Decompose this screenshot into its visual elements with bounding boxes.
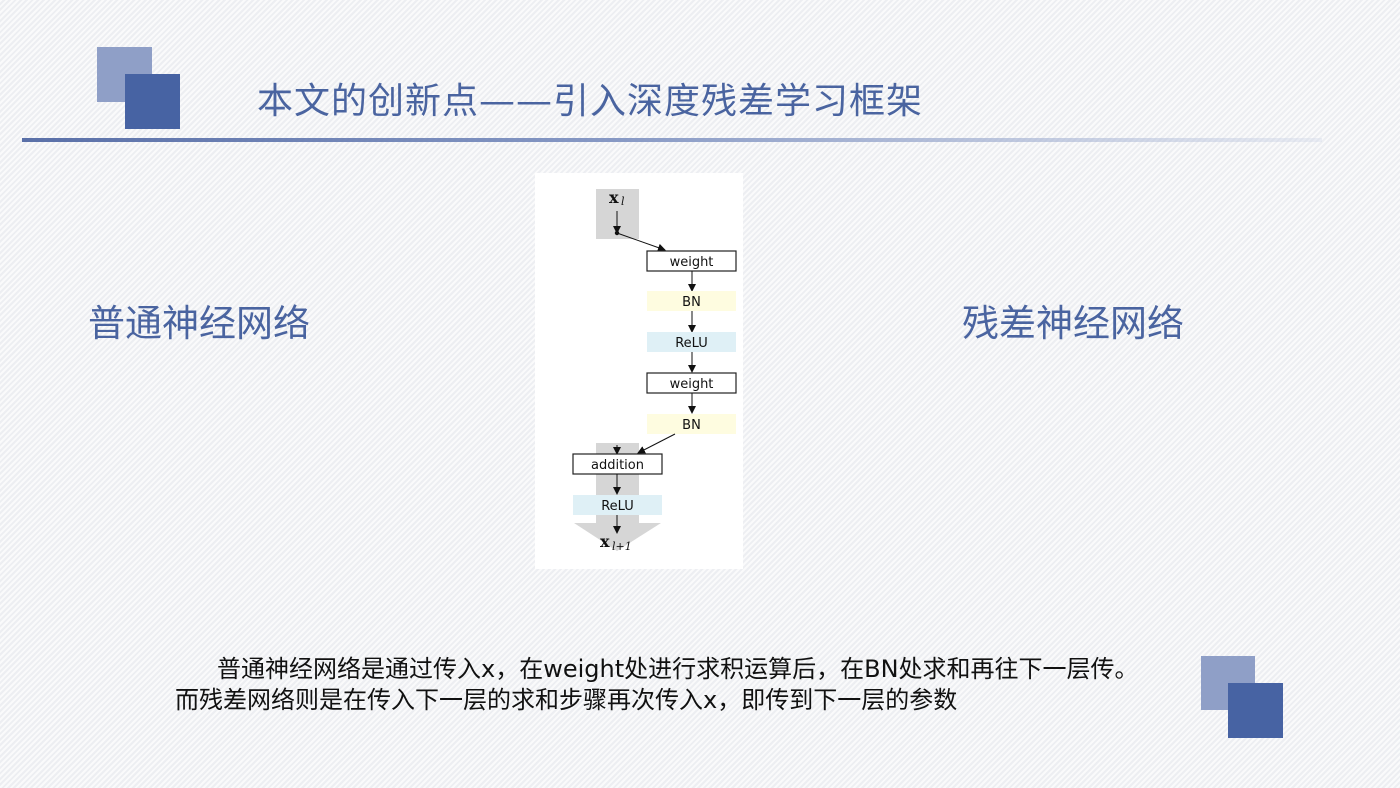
input-x-symbol: x [609, 188, 619, 207]
bn-block-1 [647, 291, 736, 311]
relu-block-2-label: ReLU [601, 499, 634, 514]
residual-block-svg: x l weight BN ReLU weight BN addition [572, 188, 737, 553]
addition-block-label: addition [591, 458, 644, 473]
residual-network-label: 残差神经网络 [962, 302, 1184, 345]
input-x-subscript: l [621, 195, 625, 208]
title-underline [22, 138, 1322, 142]
output-x-symbol: x [600, 532, 610, 551]
bn-block-1-label: BN [682, 295, 701, 310]
weight-block-1-label: weight [670, 255, 714, 270]
output-x-subscript: l+1 [612, 540, 632, 553]
relu-block-1-label: ReLU [675, 336, 708, 351]
slide-title: 本文的创新点——引入深度残差学习框架 [257, 81, 924, 122]
arrow-to-weight-1 [616, 232, 666, 252]
skip-path-arrowhead [574, 523, 661, 551]
footer-decoration-dark-square [1228, 683, 1283, 738]
relu-block-2 [573, 495, 662, 515]
description-paragraph: 普通神经网络是通过传入x，在weight处进行求积运算后，在BN处求和再往下一层… [175, 655, 1139, 714]
arrow-bn2-addition [637, 433, 676, 454]
title-decoration-dark-square [125, 74, 180, 129]
bn-block-2 [647, 414, 736, 434]
plain-network-label: 普通神经网络 [88, 302, 310, 345]
residual-block-diagram: x l weight BN ReLU weight BN addition [535, 173, 743, 569]
weight-block-2-label: weight [670, 377, 714, 392]
bn-block-2-label: BN [682, 418, 701, 433]
relu-block-1 [647, 332, 736, 352]
